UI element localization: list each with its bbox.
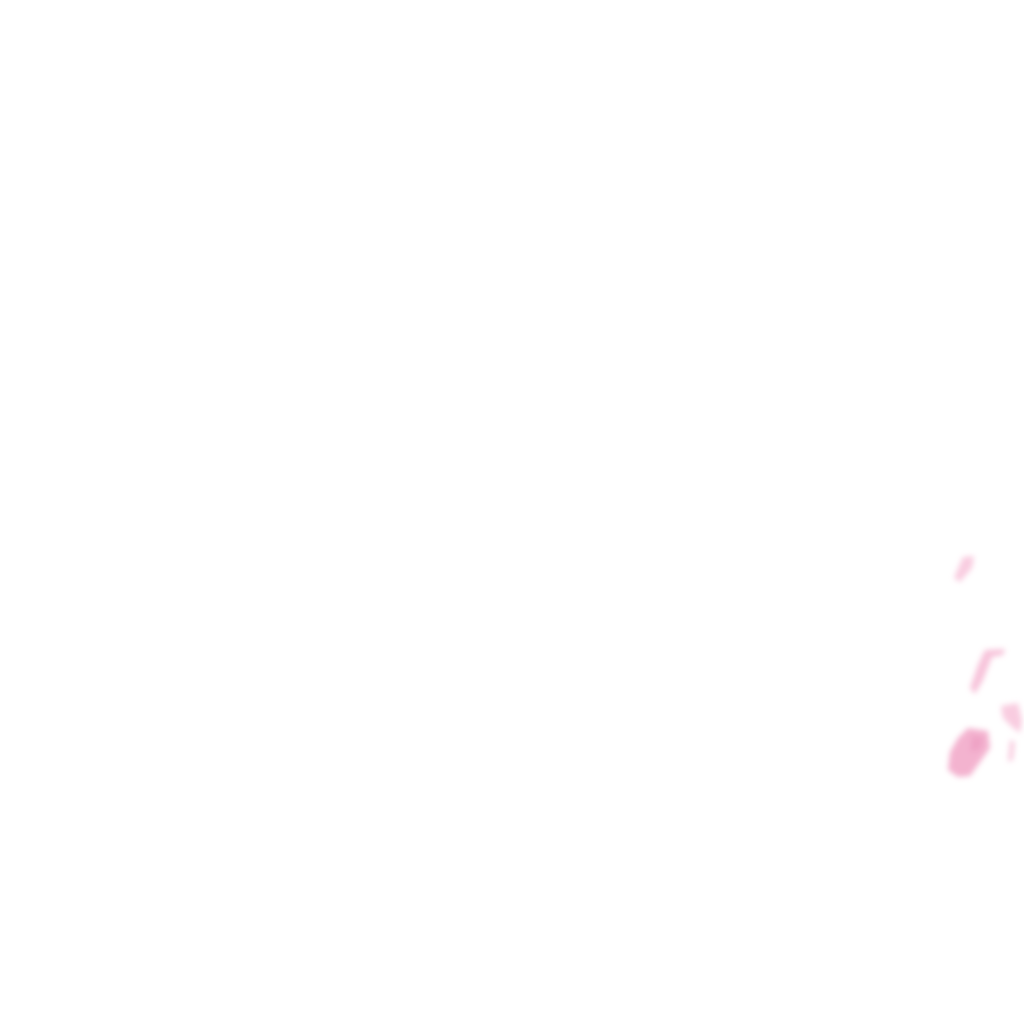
- pink-blob: [1001, 703, 1022, 733]
- pink-blob: [1008, 740, 1015, 762]
- pink-blob: [970, 649, 1005, 694]
- pink-blob: [954, 556, 974, 582]
- pink-blob: [970, 735, 984, 752]
